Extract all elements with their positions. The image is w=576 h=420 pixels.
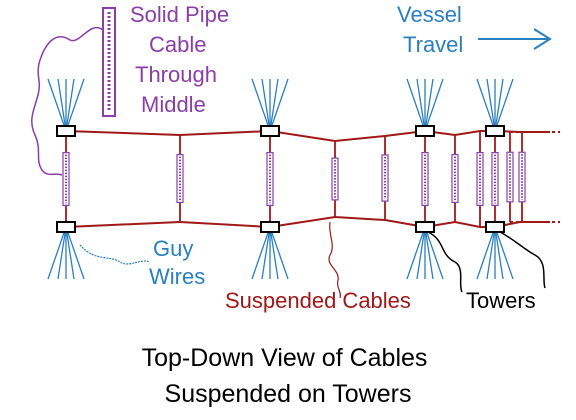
caption: Top-Down View of Cables Suspended on Tow… [142, 344, 435, 408]
guy-wire [494, 226, 504, 280]
vessel-travel-label: Vessel Travel [397, 2, 468, 57]
guy-wire [424, 78, 434, 132]
bottom-cable [65, 215, 550, 229]
tower [56, 125, 76, 137]
guy-wire [494, 226, 514, 280]
guy-wires-label: Guy Wires [149, 236, 205, 289]
towers-label: Towers [466, 288, 536, 313]
solid-pipe-line-3: Through [135, 62, 217, 87]
guy-wire [476, 78, 496, 132]
guy-wire [424, 78, 444, 132]
tower [260, 125, 280, 137]
vessel-travel-line-2: Travel [403, 32, 463, 57]
guy-wire [269, 78, 289, 132]
guy-wire [486, 78, 496, 132]
guy-wire [269, 226, 279, 280]
guy-wire [65, 226, 85, 280]
guy-wire [269, 78, 279, 132]
guy-wire [416, 78, 426, 132]
tower-pointer-line-1 [427, 231, 463, 293]
guy-wire [65, 78, 75, 132]
guy-wire [406, 226, 426, 280]
solid-pipe [506, 151, 514, 203]
vessel-travel-line-1: Vessel [397, 2, 462, 27]
guy-wire [269, 226, 289, 280]
solid-pipe-label: Solid Pipe Cable Through Middle [130, 2, 235, 117]
solid-pipe [518, 151, 526, 203]
guy-wire [57, 226, 67, 280]
guy-wire [251, 226, 271, 280]
caption-line-2: Suspended on Towers [165, 380, 412, 408]
guy-wire [476, 226, 496, 280]
guy-wire [65, 78, 85, 132]
guy-wire [424, 226, 434, 280]
guy-wire [494, 78, 514, 132]
cable-pointer-line [328, 221, 342, 299]
guy-wire [261, 78, 271, 132]
guy-wire [261, 226, 271, 280]
solid-pipe-line-4: Middle [141, 92, 206, 117]
right-arrow-icon [478, 28, 552, 50]
tower [260, 221, 280, 233]
solid-pipe-line-1: Solid Pipe [130, 2, 229, 27]
guy-wire [47, 226, 67, 280]
suspended-cables-label: Suspended Cables [225, 288, 411, 313]
guy-wire [406, 78, 426, 132]
guy-wire [251, 78, 271, 132]
tower [415, 221, 435, 233]
guy-wire [416, 226, 426, 280]
vertical-cables-group [62, 131, 526, 227]
solid-pipe-line-2: Cable [149, 32, 206, 57]
top-cable [65, 129, 550, 143]
tower [56, 221, 76, 233]
pipe-pointer-line [31, 27, 104, 176]
solid-pipe-sample [102, 7, 116, 117]
guy-wire [47, 78, 67, 132]
tower [415, 125, 435, 137]
guy-wires-group [47, 78, 514, 280]
guy-wire [57, 78, 67, 132]
towers-group [56, 125, 505, 233]
guy-wire [486, 226, 496, 280]
tower [485, 125, 505, 137]
guy-wire [494, 78, 504, 132]
guy-wires-line-2: Wires [149, 264, 205, 289]
tower [485, 221, 505, 233]
guy-pointer-line [79, 244, 151, 265]
guy-wires-line-1: Guy [153, 236, 193, 261]
caption-line-1: Top-Down View of Cables [142, 344, 428, 372]
guy-wire [424, 226, 444, 280]
guy-wire [65, 226, 75, 280]
tower-pointer-line-2 [499, 231, 546, 289]
